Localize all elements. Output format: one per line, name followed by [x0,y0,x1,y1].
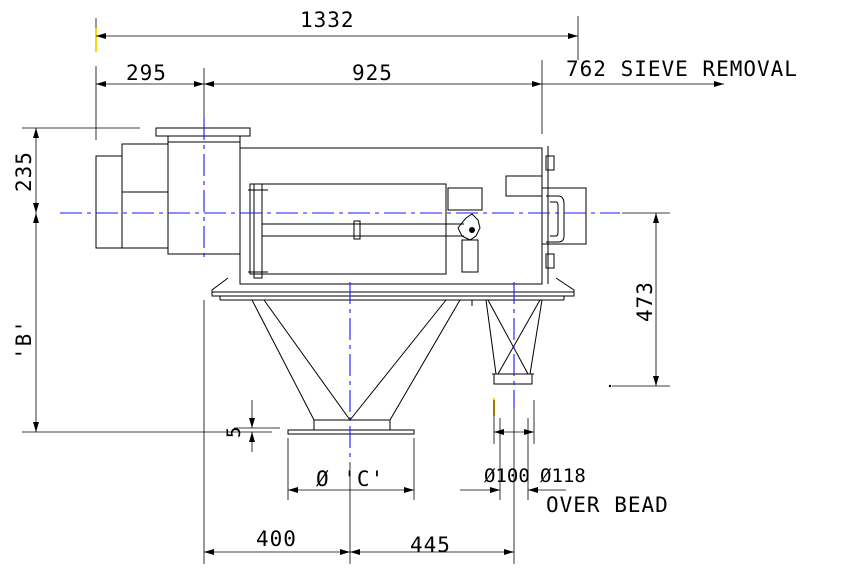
motor [95,127,251,255]
main-hopper [251,299,461,435]
oversize-offset-label: 445 [410,533,451,557]
flange-thickness-label: 5 [223,427,245,438]
outlet-height-label: 473 [633,281,657,322]
dim-inlet-height: 235 [12,127,140,213]
oversize-outlet [471,299,543,385]
dim-oversize-diameter: Ø100 Ø118 OVER BEAD [460,400,669,517]
dim-outlet-height: 473 [612,212,670,387]
oversize-diameter-label: Ø100 [484,465,530,487]
centerlines [60,118,620,462]
sieve-body [239,146,587,285]
motor-length-label: 295 [126,61,167,85]
inlet-height-label: 235 [12,151,36,192]
dim-overall-length: 1332 [95,8,579,60]
sieve-removal-label: 762 SIEVE REMOVAL [566,57,798,81]
dim-flange-thickness: 5 [223,400,280,452]
outlet-offset-label: 400 [256,527,297,551]
over-bead-note: OVER BEAD [546,493,669,517]
body-length-label: 925 [352,61,393,85]
overall-length-label: 1332 [300,8,355,32]
dim-sieve-removal: 762 SIEVE REMOVAL [542,57,798,87]
dim-outlet-diameter: Ø 'C' [287,438,415,500]
height-b-label: 'B' [12,319,36,360]
base-plate [211,277,575,301]
dim-motor-body: 295 925 [95,60,543,140]
dim-offsets: 400 445 [203,300,515,564]
reference-dot [608,384,612,388]
dim-height-b: 'B' [12,213,272,433]
over-bead-diameter-label: Ø118 [540,465,586,487]
